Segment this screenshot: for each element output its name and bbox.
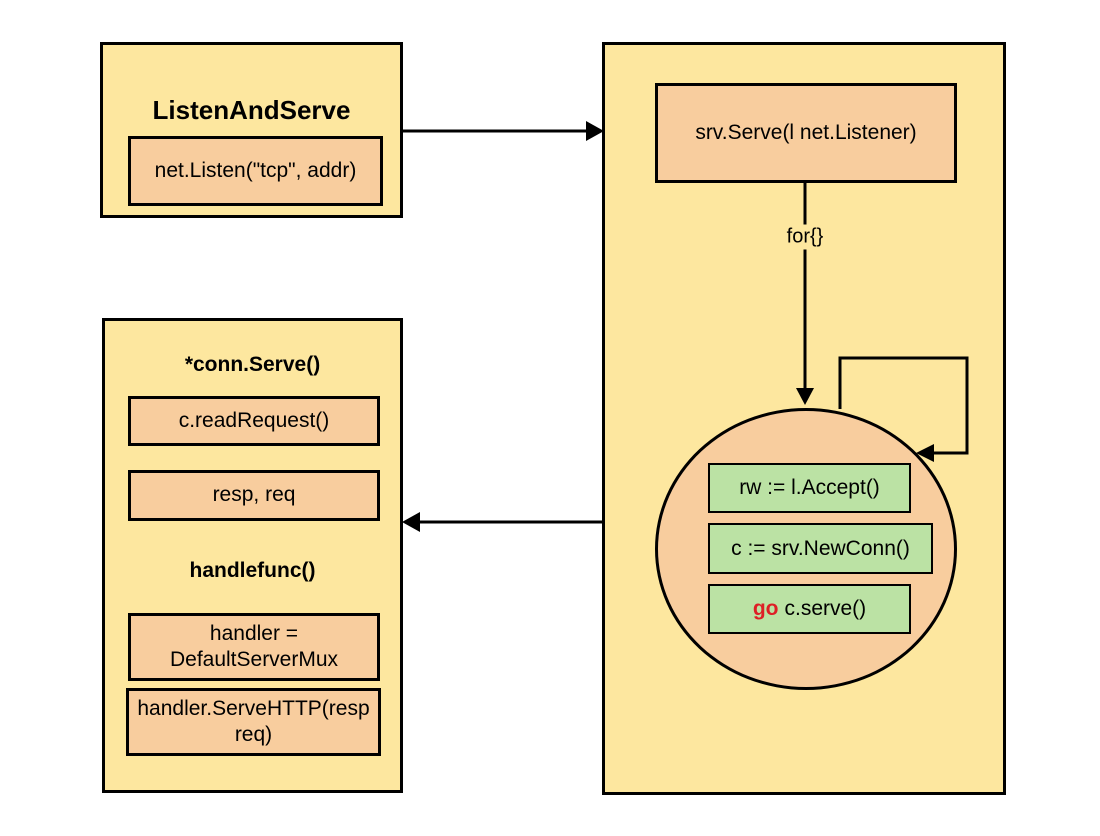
accept-loop-circle: rw := l.Accept() c := srv.NewConn() go c… (655, 408, 957, 690)
for-loop-label: for{} (782, 224, 828, 250)
listen-and-serve-box: ListenAndServe net.Listen("tcp", addr) (100, 42, 403, 218)
srv-serve-label: srv.Serve(l net.Listener) (695, 120, 917, 144)
handler-assign-box: handler = DefaultServerMux (128, 613, 380, 681)
go-serve-label: c.serve() (784, 597, 867, 620)
net-listen-label: net.Listen("tcp", addr) (154, 158, 357, 182)
new-conn-label: c := srv.NewConn() (731, 536, 910, 560)
serve-http-box: handler.ServeHTTP(resp req) (126, 688, 381, 756)
resp-req-box: resp, req (128, 470, 380, 521)
srv-serve-box: srv.Serve(l net.Listener) (655, 83, 957, 183)
listen-and-serve-title: ListenAndServe (152, 95, 351, 125)
handlefunc-title: handlefunc() (189, 559, 316, 582)
serve-loop-container-box: srv.Serve(l net.Listener) rw := l.Accept… (602, 42, 1006, 795)
net-listen-box: net.Listen("tcp", addr) (128, 136, 383, 206)
new-conn-box: c := srv.NewConn() (708, 523, 933, 574)
rw-accept-box: rw := l.Accept() (708, 463, 911, 513)
rw-accept-label: rw := l.Accept() (739, 476, 880, 499)
handler-assign-label: handler = DefaultServerMux (169, 621, 339, 671)
conn-serve-title: *conn.Serve() (184, 353, 321, 376)
go-serve-box: go c.serve() (708, 584, 911, 634)
read-request-box: c.readRequest() (128, 396, 380, 446)
resp-req-label: resp, req (212, 483, 296, 507)
conn-serve-box: *conn.Serve() c.readRequest() resp, req … (102, 318, 403, 793)
read-request-label: c.readRequest() (178, 408, 330, 432)
arrow-serve-to-conn (402, 512, 602, 532)
arrow-listen-to-serve (403, 121, 604, 141)
go-keyword: go (752, 597, 779, 620)
serve-http-label: handler.ServeHTTP(resp req) (137, 696, 370, 746)
